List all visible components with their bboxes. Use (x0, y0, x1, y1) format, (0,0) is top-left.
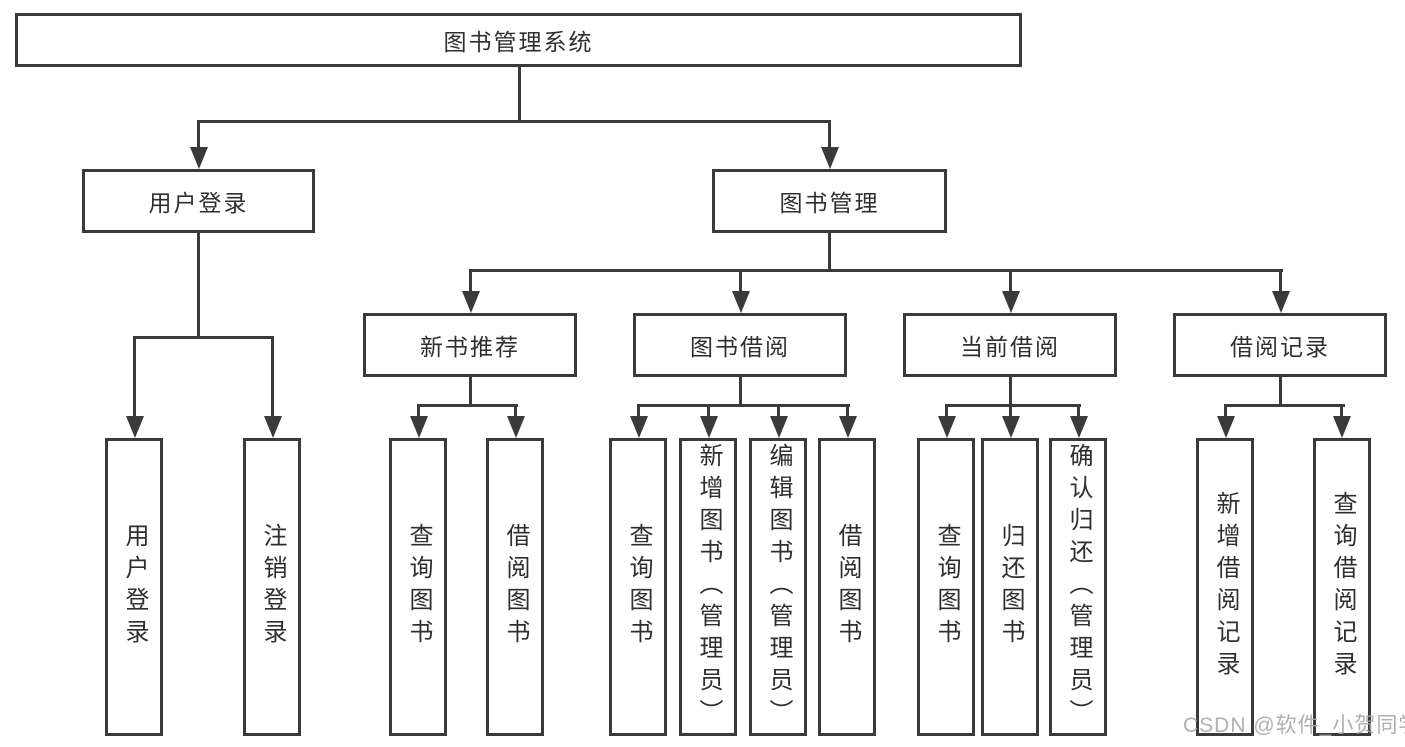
connector-book-management-stem (828, 233, 831, 272)
connector-current-borrow-rail (945, 404, 1081, 407)
arrow-down-icon (839, 416, 857, 438)
connector-drop (846, 404, 849, 420)
node-library-management-system: 图书管理系统 (15, 13, 1022, 67)
leaf-user-login: 用户登录 (105, 438, 163, 736)
arrow-down-icon (1070, 416, 1088, 438)
connector-book-management-rail (469, 269, 1283, 272)
node-book-management: 图书管理 (712, 169, 947, 233)
arrow-down-icon (630, 416, 648, 438)
connector-root-rail (197, 120, 831, 123)
connector-drop (777, 404, 780, 420)
leaf-confirm-return-admin: 确认归还（管理员） (1049, 438, 1107, 736)
arrow-down-icon (190, 147, 208, 169)
connector-new-books-stem (469, 377, 472, 407)
arrow-down-icon (1217, 416, 1235, 438)
node-user-login: 用户登录 (82, 169, 315, 233)
connector-drop-login (133, 336, 136, 418)
node-book-borrowing: 图书借阅 (633, 313, 847, 377)
leaf-query-books-recommend: 查询图书 (389, 438, 447, 736)
connector-root-stem (518, 67, 521, 123)
leaf-return-books: 归还图书 (981, 438, 1039, 736)
leaf-query-books-current: 查询图书 (917, 438, 975, 736)
connector-drop-book-management (828, 120, 831, 150)
arrow-down-icon (126, 416, 144, 438)
connector-drop (637, 404, 640, 420)
arrow-down-icon (1333, 416, 1351, 438)
connector-drop (945, 404, 948, 420)
connector-borrow-records-rail (1224, 404, 1345, 407)
leaf-query-borrow-record: 查询借阅记录 (1313, 438, 1371, 736)
connector-drop-user-login (197, 120, 200, 150)
arrow-down-icon (1272, 291, 1290, 313)
arrow-down-icon (462, 291, 480, 313)
connector-new-books-rail (417, 404, 518, 407)
leaf-borrow-books-recommend: 借阅图书 (486, 438, 544, 736)
leaf-query-books-borrowing: 查询图书 (609, 438, 667, 736)
connector-borrow-records-stem (1279, 377, 1282, 407)
arrow-down-icon (410, 416, 428, 438)
arrow-down-icon (507, 416, 525, 438)
connector-book-borrow-rail (637, 404, 850, 407)
connector-drop (417, 404, 420, 420)
connector-drop-book-borrow (739, 269, 742, 294)
arrow-down-icon (700, 416, 718, 438)
connector-drop (1077, 404, 1080, 420)
arrow-down-icon (938, 416, 956, 438)
arrow-down-icon (1002, 291, 1020, 313)
connector-current-borrow-stem (1009, 377, 1012, 407)
connector-drop (1340, 404, 1343, 420)
connector-drop (707, 404, 710, 420)
connector-drop (1009, 404, 1012, 420)
node-borrowing-records: 借阅记录 (1173, 313, 1387, 377)
node-new-book-recommend: 新书推荐 (363, 313, 577, 377)
connector-user-login-rail (133, 336, 274, 339)
connector-drop-current-borrow (1009, 269, 1012, 294)
connector-book-borrow-stem (739, 377, 742, 407)
csdn-watermark: CSDN @软件_小贺同学 (1183, 714, 1405, 737)
connector-user-login-stem (197, 233, 200, 336)
leaf-add-books-admin: 新增图书（管理员） (679, 438, 737, 736)
arrow-down-icon (821, 147, 839, 169)
connector-drop (514, 404, 517, 420)
connector-drop-borrow-records (1279, 269, 1282, 294)
connector-drop-new-books (469, 269, 472, 294)
arrow-down-icon (1002, 416, 1020, 438)
leaf-logout: 注销登录 (243, 438, 301, 736)
connector-drop-logout (271, 336, 274, 418)
connector-drop (1224, 404, 1227, 420)
arrow-down-icon (264, 416, 282, 438)
arrow-down-icon (732, 291, 750, 313)
leaf-edit-books-admin: 编辑图书（管理员） (749, 438, 807, 736)
arrow-down-icon (770, 416, 788, 438)
leaf-add-borrow-record: 新增借阅记录 (1196, 438, 1254, 736)
leaf-borrow-books: 借阅图书 (818, 438, 876, 736)
node-current-borrowing: 当前借阅 (903, 313, 1117, 377)
